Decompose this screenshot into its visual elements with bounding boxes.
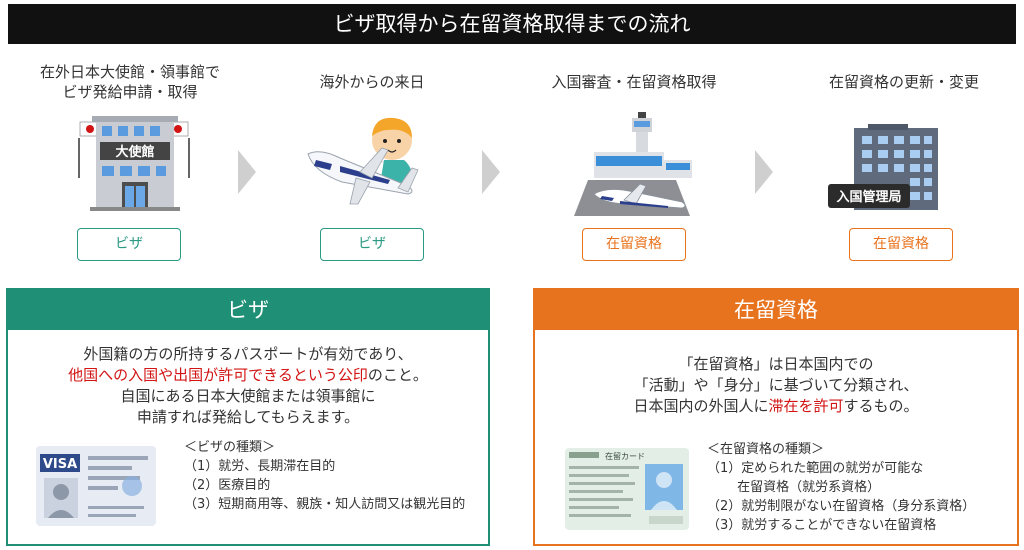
page-title: ビザ取得から在留資格取得までの流れ — [8, 4, 1016, 44]
status-types-title: ＜在留資格の種類＞ — [707, 442, 825, 457]
visa-desc-line: 外国籍の方の所持するパスポートが有効であり、 — [83, 345, 413, 363]
status-desc-line: 「在留資格」は日本国内での — [678, 355, 874, 373]
step-label-line1: 海外からの来日 — [319, 73, 425, 91]
step-renewal: 在留資格の更新・変更 — [794, 60, 1014, 104]
visa-type-item: （2）医療目的 — [184, 478, 271, 493]
arrow-right-icon — [755, 150, 773, 194]
airplane-traveler-icon — [307, 117, 419, 205]
visa-desc-emphasis: 他国への入国や出国が許可できるという公印 — [68, 366, 368, 384]
status-panel-title: 在留資格 — [535, 290, 1017, 330]
visa-panel: ビザ 外国籍の方の所持するパスポートが有効であり、 他国への入国や出国が許可でき… — [6, 288, 490, 546]
visa-desc-tail: のこと。 — [367, 366, 428, 384]
visa-types-title: ＜ビザの種類＞ — [184, 440, 276, 455]
step-label-line2: ビザ発給申請・取得 — [62, 83, 198, 101]
embassy-sign: 大使館 — [115, 144, 154, 160]
visa-type-item: （1）就労、長期滞在目的 — [184, 459, 336, 474]
step-label-line1: 在留資格の更新・変更 — [828, 73, 979, 91]
step-label-line1: 入国審査・在留資格取得 — [551, 73, 717, 91]
visa-panel-title: ビザ — [8, 290, 488, 330]
status-desc-line: 「活動」や「身分」に基づいて分類され、 — [633, 376, 919, 394]
visa-desc-line: 自国にある日本大使館または領事館に — [120, 387, 376, 405]
visa-card-icon: VISA — [36, 446, 156, 526]
visa-desc-line: 申請すれば発給してもらえます。 — [136, 408, 360, 426]
immigration-office-icon: 入国管理局 — [828, 124, 938, 210]
residence-status-panel: 在留資格 「在留資格」は日本国内での 「活動」や「身分」に基づいて分類され、 日… — [533, 288, 1019, 546]
arrow-right-icon — [482, 150, 500, 194]
status-type-item: （3）就労することができない在留資格 — [707, 518, 937, 533]
visa-description: 外国籍の方の所持するパスポートが有効であり、 他国への入国や出国が許可できるとい… — [8, 344, 488, 428]
status-type-item: （2）就労制限がない在留資格（身分系資格） — [707, 499, 976, 514]
status-type-item: （1）定められた範囲の就労が可能な — [707, 461, 924, 476]
step-tag-status-2: 在留資格 — [849, 228, 953, 261]
airport-icon — [574, 112, 692, 216]
step-tag-visa-2: ビザ — [320, 228, 424, 261]
residence-card-label: 在留カード — [605, 451, 645, 461]
status-desc-tail: するもの。 — [843, 397, 919, 415]
step-embassy: 在外日本大使館・領事館で ビザ発給申請・取得 — [20, 60, 240, 104]
visa-type-item: （3）短期商用等、親族・知人訪問又は観光目的 — [184, 497, 466, 512]
step-label-line1: 在外日本大使館・領事館で — [39, 63, 220, 81]
status-desc-head: 日本国内の外国人に — [633, 397, 769, 415]
step-arrival: 海外からの来日 — [262, 60, 482, 104]
visa-card-label: VISA — [43, 457, 77, 472]
step-tag-status-1: 在留資格 — [582, 228, 686, 261]
status-desc-emphasis: 滞在を許可 — [768, 397, 844, 415]
step-immigration: 入国審査・在留資格取得 — [524, 60, 744, 104]
status-types: ＜在留資格の種類＞ （1）定められた範囲の就労が可能な 在留資格（就労系資格） … — [707, 440, 975, 535]
embassy-icon: 大使館 — [78, 116, 190, 211]
immigration-office-sign: 入国管理局 — [836, 189, 901, 205]
residence-card-icon: 在留カード — [565, 448, 689, 530]
status-description: 「在留資格」は日本国内での 「活動」や「身分」に基づいて分類され、 日本国内の外… — [535, 354, 1017, 417]
step-tag-visa-1: ビザ — [77, 228, 181, 261]
status-type-item: 在留資格（就労系資格） — [707, 480, 881, 495]
visa-types: ＜ビザの種類＞ （1）就労、長期滞在目的 （2）医療目的 （3）短期商用等、親族… — [184, 438, 465, 514]
arrow-right-icon — [238, 150, 256, 194]
